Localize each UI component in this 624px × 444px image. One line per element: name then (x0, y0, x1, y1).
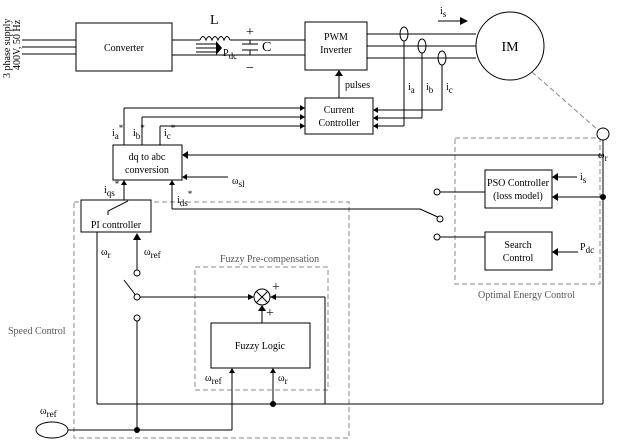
search-control-block (484, 231, 553, 271)
ib-ref-label: ib* (133, 123, 145, 141)
precomp-switch-contact-bottom (133, 314, 141, 322)
speed-control-region (73, 201, 350, 439)
pulses-label: pulses (345, 80, 370, 91)
dq-to-abc-block (112, 144, 183, 181)
current-controller-label-line2: Controller (318, 118, 360, 129)
precomp-switch-pivot (133, 293, 141, 301)
pwm-label-line2: Inverter (320, 45, 352, 56)
capacitor-plus: + (246, 25, 254, 40)
sum-plus-top: + (272, 280, 280, 295)
ids-ref-label: ids* (177, 189, 193, 208)
speed-control-label: Speed Control (8, 326, 66, 337)
iqs-ref-label: iqs* (104, 179, 120, 198)
pwm-inverter-block (304, 21, 368, 71)
converter-label: Converter (104, 43, 145, 54)
fuzzy-omega-ref-label: ωref (205, 373, 222, 386)
is-label-top: is (440, 6, 447, 19)
omega-ref-input-label: ωref (40, 406, 57, 419)
pulses-arrow (335, 70, 343, 76)
supply-label-line1: 3 phase supply (2, 19, 13, 78)
pi-characteristic-glyph (107, 200, 129, 215)
fuzzy-logic-label: Fuzzy Logic (235, 341, 286, 352)
pi-label: PI controller (91, 220, 142, 231)
search-label-line1: Search (504, 240, 531, 251)
ib-label: ib (426, 82, 434, 95)
pso-label-line1: PSO Controller (487, 178, 550, 189)
inductor-coil (199, 36, 231, 42)
dqabc-label-line1: dq to abc (129, 152, 166, 163)
fuzzy-precompensation-region (194, 266, 329, 391)
ic-ref-label: ic* (164, 123, 176, 141)
current-sensor-b (417, 38, 427, 118)
dqabc-label-line2: conversion (125, 165, 169, 176)
capacitor-label: C (262, 40, 271, 55)
induction-motor (475, 11, 545, 81)
current-controller-block (304, 97, 374, 135)
fuzzy-logic-block (210, 322, 311, 369)
junction-dot-pso-omega (600, 194, 606, 200)
supply-label-line2: 400V, 50 Hz (12, 19, 23, 70)
fuzzy-precompensation-label: Fuzzy Pre-compensation (220, 254, 319, 265)
selector-switch-pivot (436, 215, 444, 223)
fuzzy-omega-r-label: ωr (278, 373, 288, 386)
optimal-energy-control-label: Optimal Energy Control (478, 290, 575, 301)
omega-r-to-dqabc-arrow (182, 151, 188, 159)
speed-sensor (596, 127, 610, 141)
omega-sl-label: ωsl (232, 176, 245, 189)
omega-ref-into-pi-arrow (133, 233, 141, 240)
sum-plus-bottom: + (266, 306, 274, 321)
current-sensor-c (437, 50, 447, 110)
optimal-energy-control-region (454, 137, 601, 285)
is-arrow-head (460, 17, 468, 25)
pwm-label-line1: PWM (324, 32, 348, 43)
selector-contact-search (433, 233, 441, 241)
pso-is-label: is (580, 172, 587, 185)
current-controller-label-line1: Current (324, 105, 355, 116)
pi-controller-block (80, 199, 152, 233)
selector-contact-pso (433, 188, 441, 196)
supply-lines (22, 39, 76, 55)
pi-omega-ref-label: ωref (144, 247, 161, 260)
dc-link-capacitor (242, 40, 258, 55)
current-sensor-a (399, 26, 409, 126)
inductor-label: L (210, 13, 219, 28)
precomp-switch-contact-top (133, 269, 141, 277)
motor-shaft (531, 71, 599, 131)
ia-label: ia (408, 82, 415, 95)
search-pdc-label: Pdc (580, 242, 594, 255)
junction-dot-omega-r (270, 401, 276, 407)
pso-label-line2: (loss model) (493, 191, 543, 202)
omega-ref-input (35, 421, 69, 439)
pso-controller-block (484, 169, 553, 209)
pdc-label: Pdc (223, 48, 237, 61)
search-label-line2: Control (503, 253, 534, 264)
motor-label: IM (501, 40, 519, 55)
capacitor-minus: − (246, 61, 254, 76)
ic-label: ic (446, 82, 453, 95)
converter-block (75, 22, 173, 72)
ia-ref-label: ia* (112, 123, 124, 141)
pdc-measure-arrow (196, 41, 222, 55)
pi-omega-r-label: ωr (101, 247, 111, 260)
